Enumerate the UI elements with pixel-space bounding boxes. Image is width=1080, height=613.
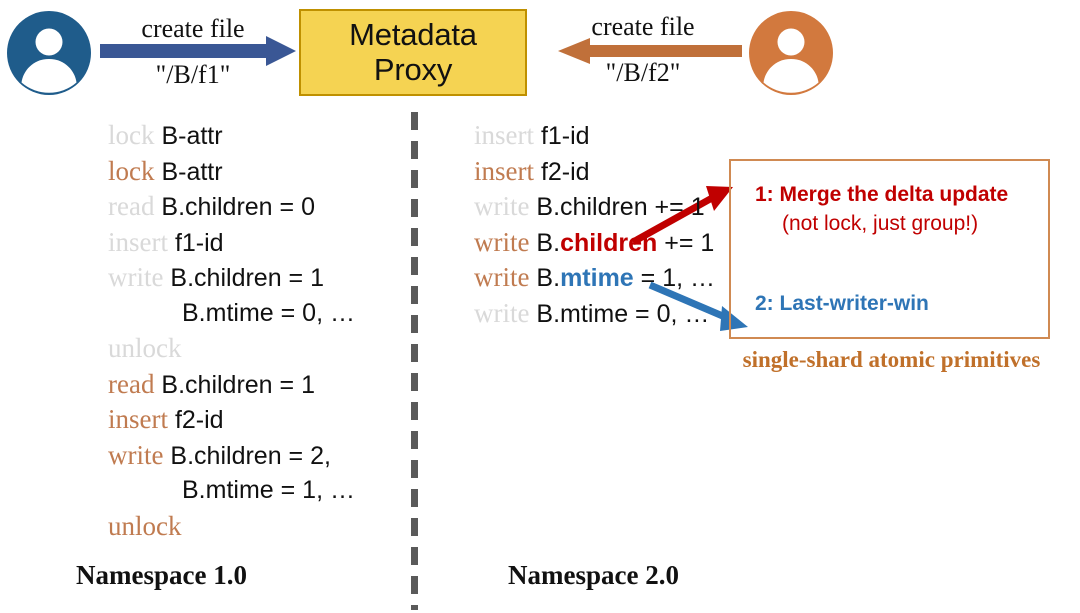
namespace-1-line-6: B.mtime = 0, …: [108, 296, 355, 332]
code-operand: f1-id: [168, 228, 224, 257]
namespace-1-line-8: read B.children = 1: [108, 367, 355, 403]
code-highlight-field: mtime: [560, 264, 634, 292]
left-user-avatar: [6, 10, 92, 96]
code-operand: B.: [529, 228, 561, 257]
namespace-1-line-7: unlock: [108, 331, 355, 367]
code-keyword: write: [474, 297, 530, 328]
note-box-caption: single-shard atomic primitives: [742, 347, 1041, 372]
code-keyword: unlock: [108, 510, 182, 541]
metadata-proxy-line1: Metadata: [349, 16, 477, 52]
code-keyword: write: [474, 262, 530, 292]
right-arrow-label-line2: "/B/f2": [605, 58, 681, 87]
code-keyword: write: [108, 262, 164, 292]
namespace-1-line-11: B.mtime = 1, …: [108, 473, 355, 509]
code-keyword: lock: [108, 155, 155, 186]
code-keyword: insert: [108, 404, 168, 434]
code-operand: B.: [529, 264, 561, 292]
note-item-1-subtext: (not lock, just group!): [782, 212, 979, 235]
code-operand: B.children = 1: [163, 264, 324, 292]
atomic-primitives-note-box: [729, 159, 1050, 339]
code-operand: B.children = 1: [154, 370, 315, 399]
namespace-2-line-2: insert f2-id: [474, 154, 715, 190]
code-keyword: insert: [474, 120, 534, 150]
code-keyword: read: [108, 191, 155, 221]
code-operand: B-attr: [154, 122, 223, 150]
namespace-1-line-9: insert f2-id: [108, 402, 355, 438]
namespace-1-line-4: insert f1-id: [108, 225, 355, 261]
code-keyword: lock: [108, 120, 155, 150]
code-operand: B.mtime = 0, …: [182, 298, 355, 327]
namespace-2-line-3: write B.children += 1: [474, 189, 715, 225]
code-operand: B.mtime = 0, …: [529, 299, 710, 328]
namespace-2-line-4: write B.children += 1: [474, 225, 715, 261]
code-operand-tail: += 1: [657, 228, 715, 257]
right-arrow-label-line1: create file: [591, 12, 695, 41]
namespace-1-line-2: lock B-attr: [108, 154, 355, 190]
left-arrow-label-line2: "/B/f1": [155, 60, 231, 89]
code-operand: B.children = 0: [154, 193, 315, 221]
namespace-1-line-1: lock B-attr: [108, 118, 355, 154]
metadata-proxy-box: Metadata Proxy: [299, 9, 527, 96]
code-operand: f1-id: [534, 122, 590, 150]
code-operand: B-attr: [154, 157, 223, 186]
code-operand: f2-id: [168, 406, 224, 434]
namespace-1-line-10: write B.children = 2,: [108, 438, 355, 474]
right-user-avatar: [748, 10, 834, 96]
namespace-2-line-6: write B.mtime = 0, …: [474, 296, 715, 332]
code-keyword: read: [108, 368, 155, 399]
namespace-2-line-1: insert f1-id: [474, 118, 715, 154]
code-operand: B.children += 1: [529, 193, 705, 221]
namespace-2-line-5: write B.mtime = 1, …: [474, 260, 715, 296]
namespace-1-caption: Namespace 1.0: [76, 560, 247, 590]
code-operand: f2-id: [534, 157, 590, 186]
code-operand: B.children = 2,: [163, 441, 331, 470]
code-keyword: unlock: [108, 333, 182, 363]
left-arrow-label-line1: create file: [141, 14, 245, 43]
code-operand: B.mtime = 1, …: [182, 476, 355, 504]
code-keyword: insert: [108, 226, 168, 257]
namespace-1-line-12: unlock: [108, 509, 355, 545]
code-operand-tail: = 1, …: [633, 264, 715, 292]
namespace-2-caption: Namespace 2.0: [508, 560, 679, 590]
note-item-1-title: 1: Merge the delta update: [755, 183, 1009, 206]
code-keyword: insert: [474, 155, 534, 186]
code-keyword: write: [474, 191, 530, 221]
code-keyword: write: [108, 439, 164, 470]
section-divider: [411, 112, 418, 610]
metadata-proxy-line2: Proxy: [373, 51, 453, 87]
namespace-1-line-5: write B.children = 1: [108, 260, 355, 296]
code-highlight-field: children: [560, 228, 658, 257]
namespace-1-line-3: read B.children = 0: [108, 189, 355, 225]
note-item-2-title: 2: Last-writer-win: [755, 292, 929, 315]
code-keyword: write: [474, 226, 530, 257]
